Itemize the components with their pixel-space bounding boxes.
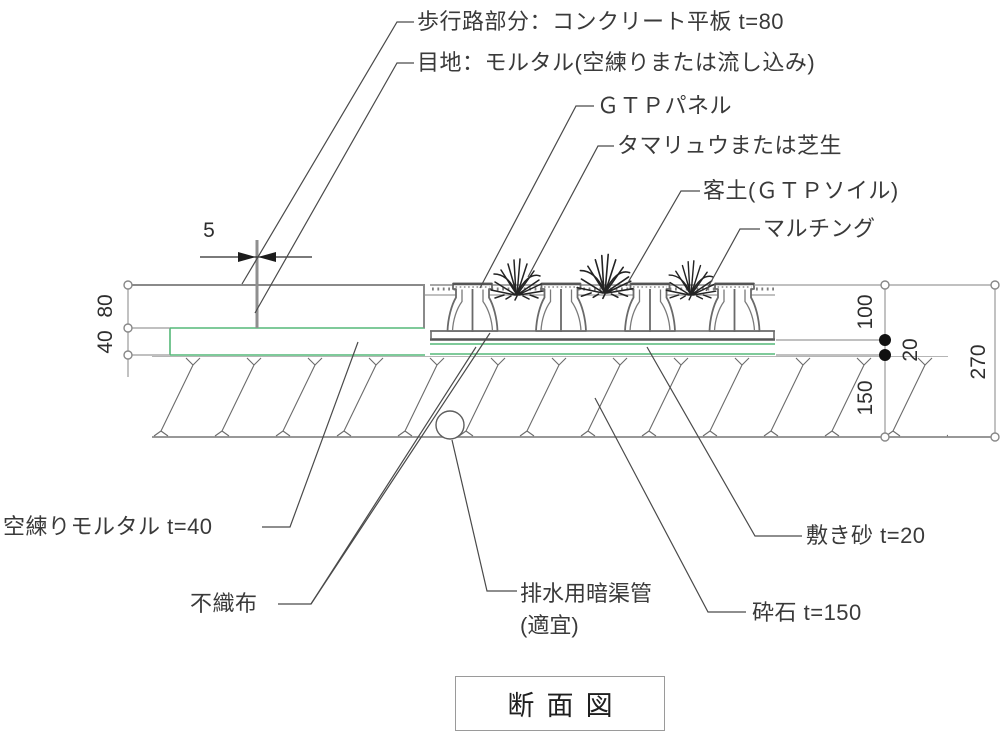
dim-panel-height: 100 — [854, 294, 877, 330]
leader-joint — [254, 62, 414, 314]
concrete-slab — [130, 284, 425, 328]
label-drain-pipe-line2: (適宜) — [520, 612, 579, 638]
label-drain-pipe: 排水用暗渠管 (適宜) — [520, 578, 652, 642]
label-fabric: 不織布 — [190, 591, 258, 616]
dim-total-depth: 270 — [967, 344, 990, 380]
label-turf: タマリュウまたは芝生 — [617, 133, 843, 158]
leader-drain — [451, 439, 517, 592]
leader-panel — [479, 105, 594, 289]
leader-lines — [241, 21, 802, 613]
leader-turf — [527, 145, 614, 278]
drain-pipe-circle — [435, 410, 465, 440]
leader-mortar — [262, 341, 359, 528]
label-dry-mortar: 空練りモルタル t=40 — [3, 514, 213, 539]
sand-layer-lines — [430, 343, 775, 355]
grass-tufts — [490, 253, 717, 301]
label-walkway: 歩行路部分：コンクリート平板 t=80 — [417, 9, 785, 34]
drawing-title: 断面図 — [507, 691, 625, 721]
dim-mortar-thickness: 40 — [94, 330, 117, 354]
leader-soil — [625, 190, 700, 287]
leader-stone — [594, 397, 746, 613]
label-crushed-stone: 砕石 t=150 — [752, 600, 862, 625]
dim-stone-thickness: 150 — [854, 380, 877, 416]
mortar-layer-outline — [169, 327, 425, 356]
gtp-panel-base — [430, 330, 775, 341]
leader-sand — [646, 346, 802, 537]
joint-dimension — [200, 252, 312, 262]
right-dimension-markers — [879, 280, 1000, 442]
leader-mulch — [705, 228, 760, 292]
left-dimension-markers — [123, 280, 133, 360]
dim-joint-width: 5 — [203, 219, 215, 242]
gravel-hatch — [153, 357, 948, 437]
dim-sand-thickness: 20 — [899, 338, 922, 362]
drawing-title-box: 断面図 — [455, 676, 665, 731]
leader-walkway — [241, 21, 414, 285]
dim-slab-thickness: 80 — [94, 294, 117, 318]
label-drain-pipe-line1: 排水用暗渠管 — [520, 581, 653, 606]
label-soil: 客土(ＧＴＰソイル) — [703, 178, 899, 203]
label-gtp-panel: ＧＴＰパネル — [597, 93, 733, 118]
label-sand-bed: 敷き砂 t=20 — [806, 523, 926, 548]
leader-fabric-2 — [310, 346, 477, 605]
label-joint: 目地：モルタル(空練りまたは流し込み) — [417, 50, 816, 75]
label-mulch: マルチング — [763, 216, 876, 241]
